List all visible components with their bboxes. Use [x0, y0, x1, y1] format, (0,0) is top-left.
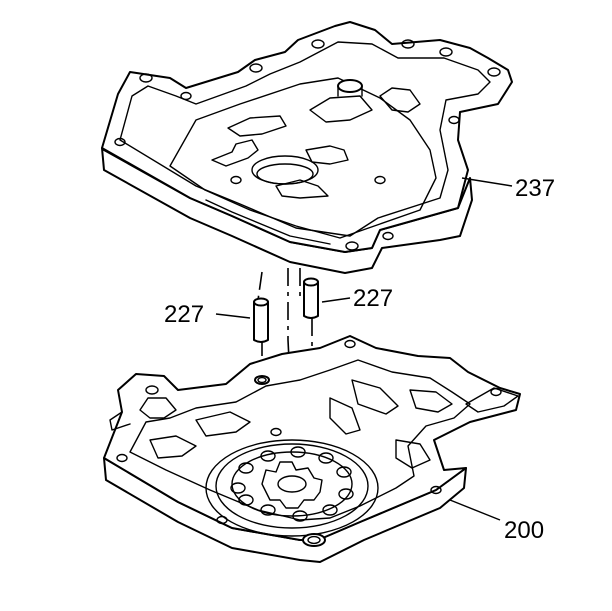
inner-gear-bore [277, 475, 307, 493]
dowel-pin-left [253, 297, 269, 343]
pin-hole-right [302, 533, 326, 547]
callout-237: 237 [515, 175, 555, 202]
inner-gear [261, 461, 323, 509]
lower-body-bolt-holes [116, 339, 502, 525]
upper-plate-boss [337, 79, 363, 93]
dowel-pin-right [303, 277, 319, 319]
pump-housing-ring [205, 439, 379, 537]
leader-200 [449, 499, 501, 521]
leader-227-left [215, 313, 251, 319]
callout-200: 200 [504, 517, 544, 544]
leader-227-right [321, 297, 351, 303]
upper-plate-bolt-holes [114, 39, 501, 251]
lower-body-200 [103, 335, 521, 563]
upper-plate-237 [101, 21, 513, 274]
upper-plate-outline [101, 21, 513, 253]
leader-237 [461, 177, 513, 187]
callout-227-right: 227 [353, 285, 393, 312]
outer-gear [230, 446, 354, 522]
callout-227-left: 227 [164, 301, 204, 328]
